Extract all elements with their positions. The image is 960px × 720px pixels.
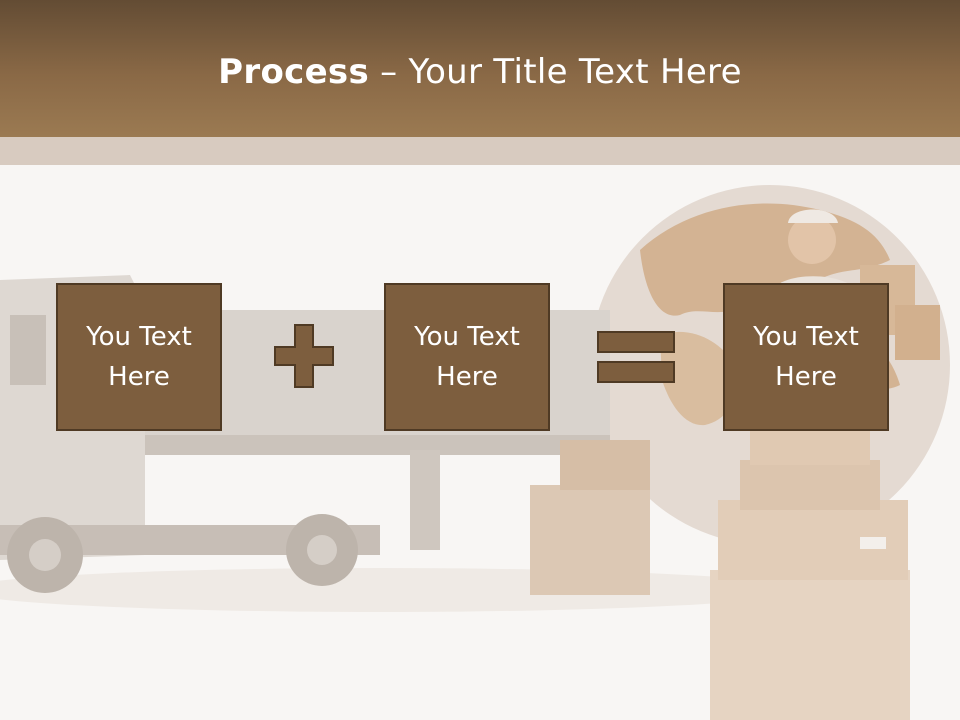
process-box-1: You Text Here (56, 283, 222, 431)
equals-icon (597, 331, 675, 383)
background-illustration (0, 165, 960, 720)
plus-icon (274, 324, 334, 388)
slide-title: Process – Your Title Text Here (0, 52, 960, 92)
title-rest: – Your Title Text Here (369, 52, 742, 92)
title-bar (0, 0, 960, 137)
cardboard-boxes-image (530, 425, 910, 720)
title-bold: Process (218, 52, 370, 92)
header-band (0, 137, 960, 165)
process-box-3: You Text Here (723, 283, 889, 431)
process-box-2: You Text Here (384, 283, 550, 431)
